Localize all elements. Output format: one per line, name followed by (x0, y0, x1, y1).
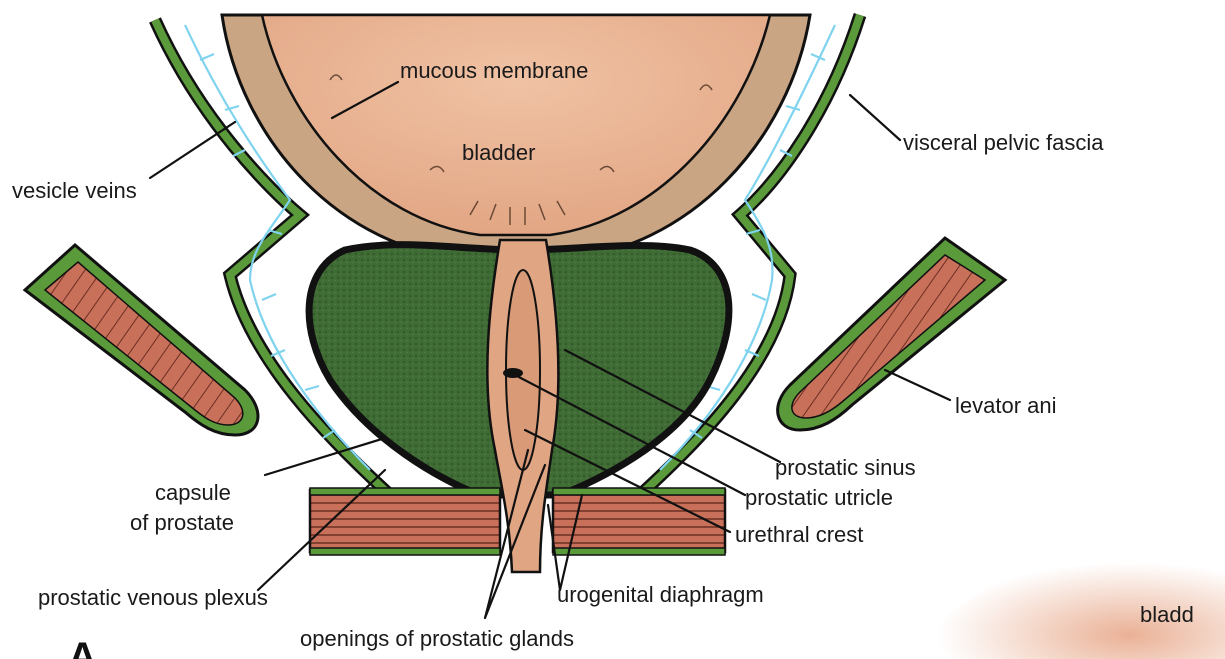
label-bladder: bladder (462, 140, 535, 165)
label-levator-ani: levator ani (955, 393, 1057, 418)
label-capsule-line1: capsule (155, 480, 231, 505)
label-prostatic-venous-plexus: prostatic venous plexus (38, 585, 268, 610)
label-openings-of-prostatic-glands: openings of prostatic glands (300, 626, 574, 651)
label-mucous-membrane: mucous membrane (400, 58, 588, 83)
leader-vesicle-veins (150, 122, 235, 178)
label-capsule-line2: of prostate (130, 510, 234, 535)
label-visceral-pelvic-fascia: visceral pelvic fascia (903, 130, 1104, 155)
label-urethral-crest: urethral crest (735, 522, 863, 547)
label-prostatic-sinus: prostatic sinus (775, 455, 916, 480)
panel-letter: A (68, 635, 97, 659)
label-vesicle-veins: vesicle veins (12, 178, 137, 203)
adjacent-panel-bladder (905, 538, 1225, 659)
leader-levator-ani (885, 370, 950, 400)
label-urogenital-diaphragm: urogenital diaphragm (557, 582, 764, 607)
label-prostatic-utricle: prostatic utricle (745, 485, 893, 510)
label-adjacent-bladder: bladd (1140, 602, 1194, 627)
leader-visceral-pelvic-fascia (850, 95, 900, 140)
